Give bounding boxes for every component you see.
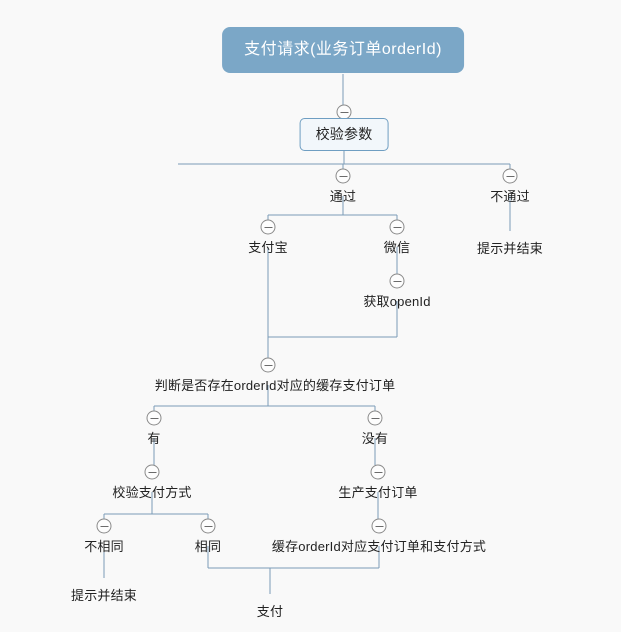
node-fail[interactable]: 不通过	[490, 189, 530, 204]
node-openid[interactable]: 获取openId	[363, 294, 431, 309]
node-root[interactable]: 支付请求(业务订单orderId)	[222, 27, 464, 73]
edge-merge-pay	[207, 546, 380, 594]
edge-verify-branches	[103, 492, 209, 519]
node-not-same[interactable]: 不相同	[84, 539, 124, 554]
collapse-minus-circle-icon[interactable]	[146, 410, 162, 426]
edge-pass-branches	[267, 196, 398, 220]
node-wechat[interactable]: 微信	[383, 240, 411, 255]
node-gen-order[interactable]: 生产支付订单	[338, 485, 418, 500]
node-pay[interactable]: 支付	[256, 604, 284, 619]
node-fail-end[interactable]: 提示并结束	[476, 241, 544, 256]
collapse-minus-circle-icon[interactable]	[260, 357, 276, 373]
collapse-minus-circle-icon[interactable]	[371, 518, 387, 534]
node-validate[interactable]: 校验参数	[299, 118, 389, 151]
edge-merge-check-cache	[267, 247, 398, 358]
collapse-minus-circle-icon[interactable]	[335, 168, 351, 184]
node-pass[interactable]: 通过	[329, 189, 357, 204]
collapse-minus-circle-icon[interactable]	[389, 273, 405, 289]
collapse-minus-circle-icon[interactable]	[389, 219, 405, 235]
edge-validate-branches	[178, 148, 511, 169]
collapse-minus-circle-icon[interactable]	[367, 410, 383, 426]
node-alipay[interactable]: 支付宝	[248, 240, 288, 255]
collapse-minus-circle-icon[interactable]	[200, 518, 216, 534]
collapse-minus-circle-icon[interactable]	[370, 464, 386, 480]
node-same[interactable]: 相同	[194, 539, 222, 554]
collapse-minus-circle-icon[interactable]	[260, 219, 276, 235]
node-check-cache[interactable]: 判断是否存在orderId对应的缓存支付订单	[154, 378, 396, 393]
collapse-minus-circle-icon[interactable]	[502, 168, 518, 184]
node-cache-order[interactable]: 缓存orderId对应支付订单和支付方式	[271, 539, 487, 554]
node-none[interactable]: 没有	[361, 431, 389, 446]
collapse-minus-circle-icon[interactable]	[96, 518, 112, 534]
node-notsame-end[interactable]: 提示并结束	[70, 588, 138, 603]
node-verify-pay[interactable]: 校验支付方式	[112, 485, 192, 500]
edge-check-branches	[153, 385, 376, 411]
node-has[interactable]: 有	[147, 431, 161, 446]
collapse-minus-circle-icon[interactable]	[144, 464, 160, 480]
